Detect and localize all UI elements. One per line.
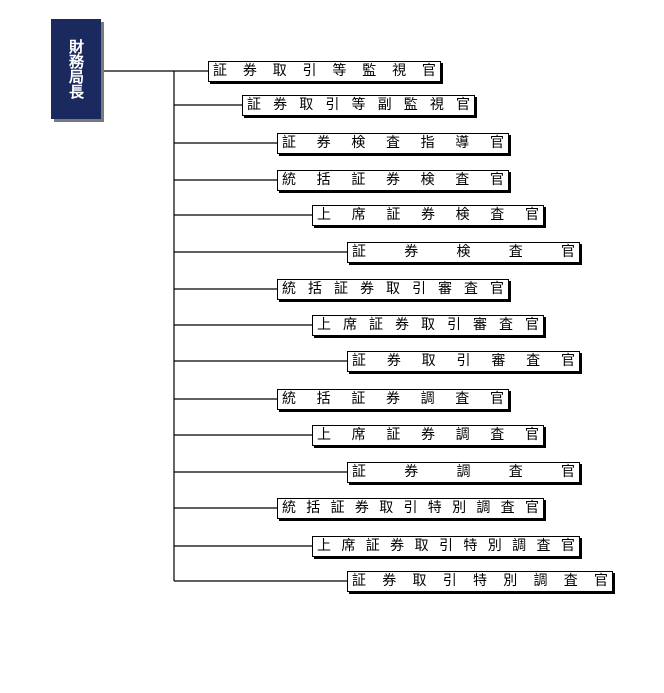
node-box-n1: 証券取引等監視官: [208, 61, 441, 82]
node-label: 証券検査官: [352, 244, 575, 260]
node-box-n11: 上席証券調査官: [312, 425, 544, 446]
node-box-n12: 証券調査官: [347, 462, 580, 483]
node-box-n6: 証券検査官: [347, 242, 580, 263]
node-label: 上席証券調査官: [317, 427, 539, 443]
node-box-n10: 統括証券調査官: [277, 389, 509, 410]
node-label: 証券取引審査官: [352, 353, 575, 369]
node-box-n5: 上席証券検査官: [312, 205, 544, 226]
node-box-n3: 証券検査指導官: [277, 133, 509, 154]
node-box-n13: 統括証券取引特別調査官: [277, 498, 544, 519]
node-label: 上席証券検査官: [317, 207, 539, 223]
node-label: 証券検査指導官: [282, 135, 504, 151]
root-box: 財務局長: [51, 19, 101, 119]
node-label: 統括証券取引審査官: [282, 281, 504, 297]
node-label: 証券取引等副監視官: [247, 97, 470, 113]
node-label: 証券取引特別調査官: [352, 573, 608, 589]
node-box-n9: 証券取引審査官: [347, 351, 580, 372]
node-box-n4: 統括証券検査官: [277, 170, 509, 191]
node-label: 上席証券取引特別調査官: [317, 538, 575, 554]
node-box-n7: 統括証券取引審査官: [277, 279, 509, 300]
node-box-n8: 上席証券取引審査官: [312, 315, 544, 336]
node-label: 統括証券取引特別調査官: [282, 500, 539, 516]
node-label: 証券取引等監視官: [213, 63, 436, 79]
node-box-n2: 証券取引等副監視官: [242, 95, 475, 116]
node-box-n15: 証券取引特別調査官: [347, 571, 613, 592]
node-box-n14: 上席証券取引特別調査官: [312, 536, 580, 557]
node-label: 証券調査官: [352, 464, 575, 480]
node-label: 統括証券検査官: [282, 172, 504, 188]
root-label: 財務局長: [67, 39, 85, 99]
node-label: 上席証券取引審査官: [317, 317, 539, 333]
node-label: 統括証券調査官: [282, 391, 504, 407]
